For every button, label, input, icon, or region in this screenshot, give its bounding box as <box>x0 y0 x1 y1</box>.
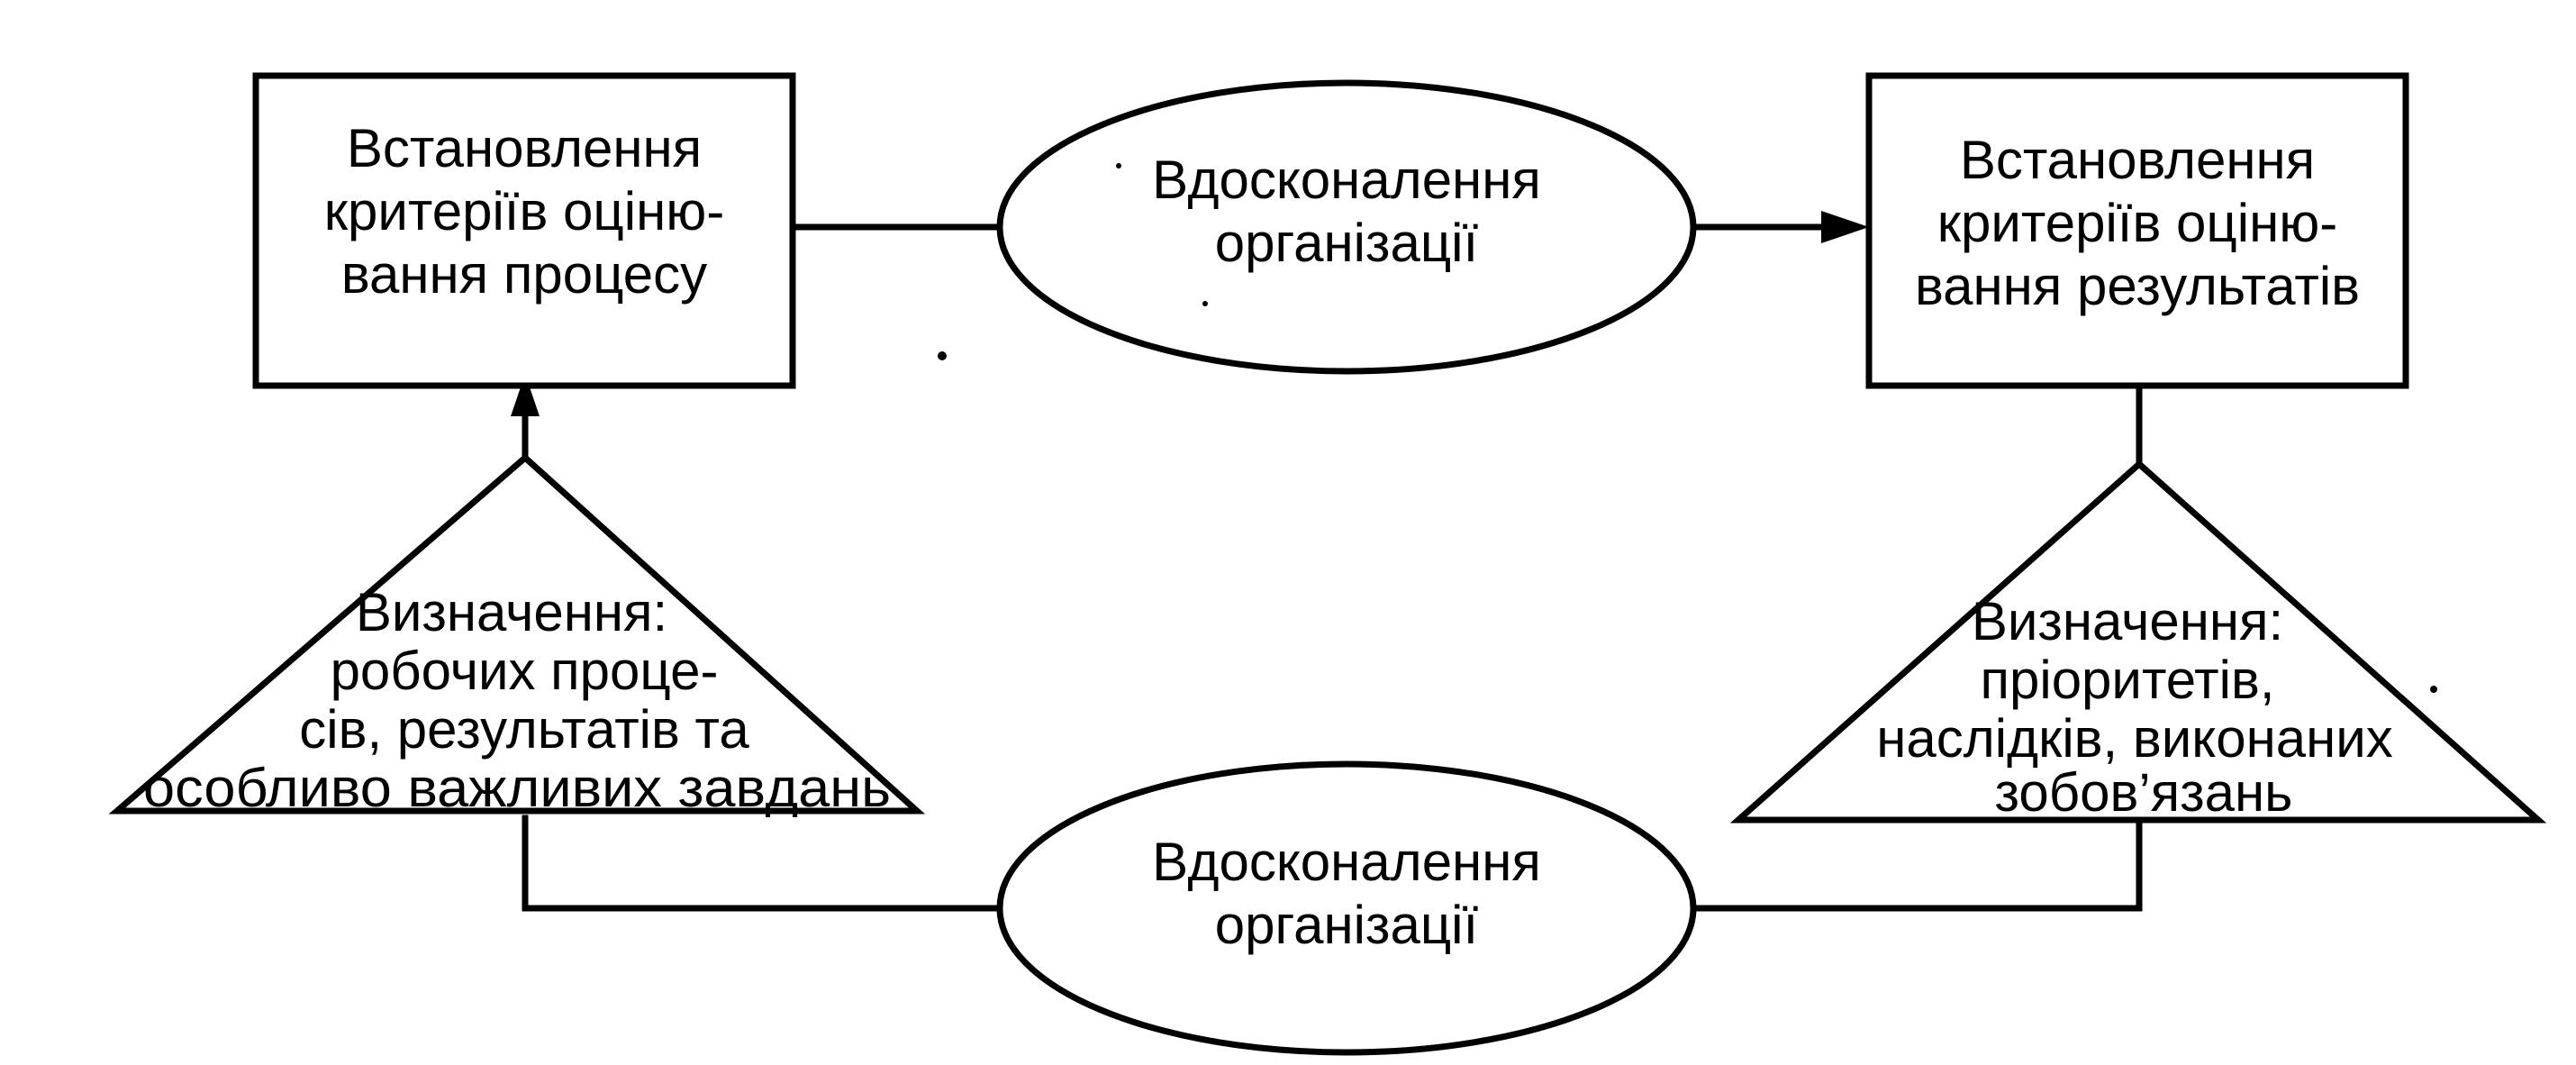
left-triangle-line-3: сів, результатів та <box>299 699 749 760</box>
right-triangle-line-1: Визначення: <box>1972 591 2283 651</box>
speck-4 <box>1116 163 1121 168</box>
connector-left-triangle-to-bottom-ellipse <box>522 815 1003 912</box>
process-box-line-3: вання процесу <box>341 244 707 305</box>
bottom-improvement-ellipse <box>996 760 1697 1056</box>
process-criteria-box <box>252 72 796 389</box>
bottom-ellipse-line-2: організації <box>1215 895 1479 955</box>
right-definition-triangle <box>1729 460 2547 824</box>
right-triangle-line-3: наслідків, виконаних <box>1876 708 2393 769</box>
speck-3 <box>2430 686 2437 693</box>
bottom-ellipse-line-1: Вдосконалення <box>1152 832 1541 892</box>
results-box-line-1: Встановлення <box>1960 130 2315 190</box>
left-definition-triangle <box>108 453 926 815</box>
results-box-line-2: критеріїв оціню- <box>1937 193 2337 253</box>
process-box-line-1: Встановлення <box>347 118 702 178</box>
right-triangle-line-2: пріоритетів, <box>1981 650 2275 710</box>
speck-1 <box>938 351 947 360</box>
connector-right-triangle-to-bottom-ellipse <box>1690 822 2143 912</box>
top-ellipse-line-2: організації <box>1215 213 1479 273</box>
left-triangle-line-4: особливо важливих завдань <box>143 758 891 818</box>
results-criteria-box <box>1865 72 2409 389</box>
top-improvement-ellipse <box>996 79 1697 375</box>
right-triangle-line-4: зобов’язань <box>1995 762 2293 823</box>
process-box-line-2: критеріїв оціню- <box>324 181 724 241</box>
results-box-line-3: вання результатів <box>1915 256 2360 316</box>
speck-2 <box>1202 301 1208 306</box>
left-triangle-line-1: Визначення: <box>356 582 667 642</box>
arrowhead-to-process-box <box>511 374 540 416</box>
top-ellipse-line-1: Вдосконалення <box>1152 150 1541 210</box>
arrowhead-to-results-box <box>1821 211 1869 243</box>
left-triangle-line-2: робочих проце- <box>331 641 719 701</box>
